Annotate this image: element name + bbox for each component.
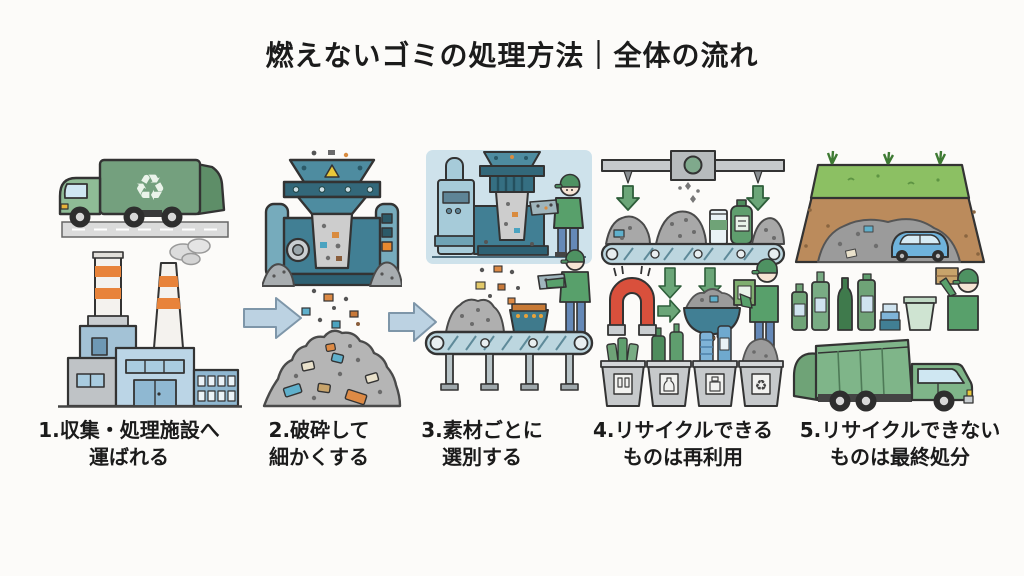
sorting-machine-icon bbox=[434, 151, 549, 256]
step-5-label-line-2: ものは最終処分 bbox=[830, 445, 970, 469]
recycle-symbol-icon: ♻ bbox=[134, 168, 166, 209]
conveyor-belt-icon bbox=[424, 249, 594, 391]
magnet-icon bbox=[607, 265, 657, 336]
step-3-label-line-2: 選別する bbox=[442, 445, 522, 469]
step-4-label-line-1: 4.リサイクルできる bbox=[592, 418, 774, 442]
buried-car-icon bbox=[891, 231, 949, 262]
garbage-truck-icon bbox=[792, 338, 974, 412]
step-2-label: 2.破砕して 細かくする bbox=[244, 417, 394, 471]
step-2-label-line-1: 2.破砕して bbox=[268, 418, 370, 442]
step-4-label-line-2: ものは再利用 bbox=[623, 445, 743, 469]
sort-arrow-right-icon bbox=[657, 299, 681, 323]
flow-arrow-step2-to-step3-icon bbox=[388, 301, 438, 343]
step-5-label: 5.リサイクルできない ものは最終処分 bbox=[782, 417, 1018, 471]
garbage-truck-icon: ♻ bbox=[58, 158, 226, 228]
scanner-beam-icon bbox=[601, 150, 785, 203]
worker-icon bbox=[537, 249, 591, 333]
conveyor-items-icon bbox=[605, 199, 785, 245]
factory-icon bbox=[58, 238, 242, 408]
step-4-label: 4.リサイクルできる ものは再利用 bbox=[584, 417, 782, 471]
falling-debris-icon bbox=[475, 265, 520, 305]
worker-icon bbox=[733, 258, 779, 359]
step-1-label-line-2: 運ばれる bbox=[89, 445, 169, 469]
step5-illustration bbox=[788, 150, 992, 412]
recycle-symbol-icon: ♻ bbox=[755, 378, 768, 394]
step-3-label: 3.素材ごとに 選別する bbox=[404, 417, 560, 471]
step-5-label-line-1: 5.リサイクルできない bbox=[799, 418, 1001, 442]
conveyor-belt-icon bbox=[600, 242, 786, 266]
page-title: 燃えないゴミの処理方法｜全体の流れ bbox=[265, 39, 759, 72]
step2-illustration bbox=[262, 148, 402, 410]
recyclables-row-icon bbox=[791, 267, 979, 331]
step1-illustration: ♻ bbox=[40, 148, 245, 410]
step-1-label-line-1: 1.収集・処理施設へ bbox=[38, 418, 220, 442]
landfill-icon bbox=[794, 150, 986, 264]
falling-debris-icon bbox=[301, 288, 360, 329]
step-3-label-line-1: 3.素材ごとに bbox=[421, 418, 543, 442]
recycle-bins-icon: ♻ bbox=[600, 323, 784, 407]
step-1-label: 1.収集・処理施設へ 運ばれる bbox=[6, 417, 252, 471]
sort-arrow-down-icon bbox=[658, 267, 682, 299]
sort-arrow-down-icon bbox=[616, 185, 770, 211]
step-2-label-line-2: 細かくする bbox=[269, 445, 369, 469]
flow-arrow-step1-to-step2-icon bbox=[243, 296, 303, 340]
worker-icon bbox=[935, 267, 979, 331]
debris-pile-icon bbox=[262, 329, 402, 408]
step4-illustration: ♻ bbox=[600, 148, 786, 410]
road-icon bbox=[61, 221, 229, 238]
worker-icon bbox=[529, 173, 584, 257]
step3-illustration bbox=[420, 150, 598, 412]
crusher-machine-icon bbox=[262, 150, 402, 287]
